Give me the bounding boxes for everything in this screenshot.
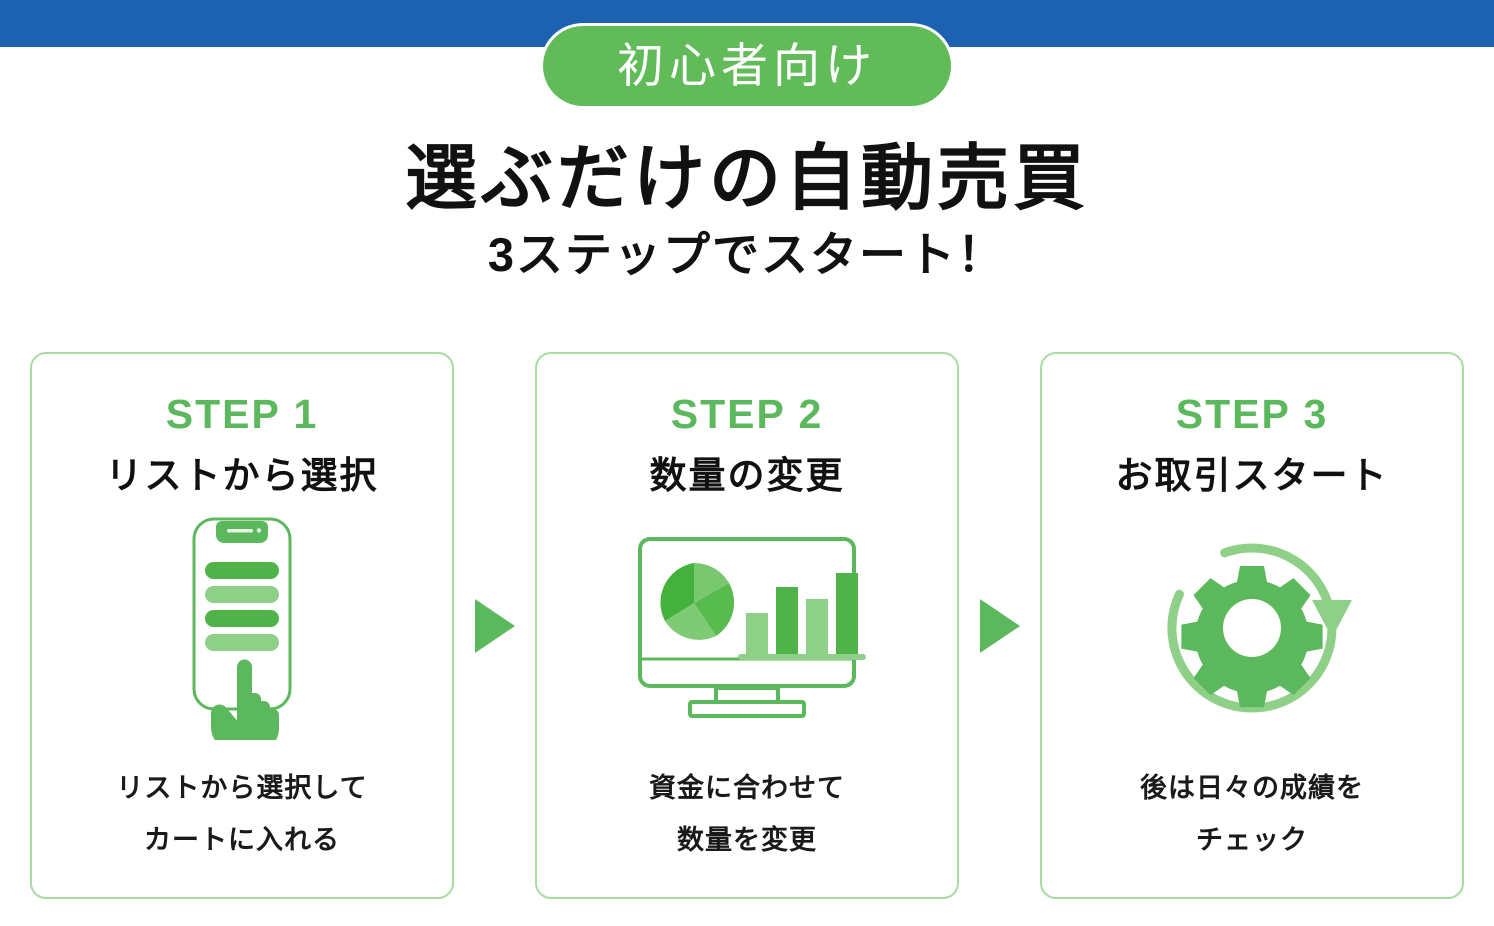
pie-chart-glyph [660, 563, 735, 641]
bar-chart-glyph [738, 573, 866, 661]
step-1-title: リストから選択 [105, 455, 379, 496]
step-3-caption: 後は日々の成績を チェック [1140, 762, 1364, 867]
step-3-title: お取引スタート [1115, 455, 1389, 496]
step-2-icon-area [537, 494, 957, 762]
monitor-charts-icon [616, 535, 878, 720]
arrow-right-icon [979, 598, 1020, 653]
beginner-badge: 初心者向け [543, 26, 951, 106]
steps-row: STEP 1 リストから選択 [30, 352, 1464, 899]
beginner-badge-label: 初心者向け [617, 38, 877, 92]
page-title: 選ぶだけの自動売買 [404, 139, 1089, 219]
step-3-label: STEP 3 [1175, 391, 1329, 437]
gear-refresh-icon [1152, 534, 1352, 722]
step-card-3[interactable]: STEP 3 お取引スタート 後は日々の成績を チェック [1040, 352, 1464, 899]
step-3-caption-line-2: チェック [1196, 825, 1308, 856]
step-1-label: STEP 1 [165, 391, 319, 437]
smartphone-list-tap-icon [177, 515, 307, 741]
step-1-caption: リストから選択して カートに入れる [116, 762, 367, 867]
step-2-caption-line-1: 資金に合わせて [649, 772, 845, 803]
heading-block: 選ぶだけの自動売買 3ステップでスタート！ [0, 138, 1494, 280]
step-1-caption-line-2: カートに入れる [143, 825, 340, 856]
step-card-2[interactable]: STEP 2 数量の変更 [535, 352, 959, 899]
step-2-title: 数量の変更 [649, 455, 845, 496]
page-subtitle: 3ステップでスタート！ [487, 227, 1007, 281]
step-card-1[interactable]: STEP 1 リストから選択 [30, 352, 454, 899]
step-3-caption-line-1: 後は日々の成績を [1140, 772, 1364, 803]
step-2-caption: 資金に合わせて 数量を変更 [649, 762, 845, 867]
step-separator-2 [959, 352, 1040, 899]
step-3-icon-area [1042, 494, 1462, 762]
step-1-icon-area [32, 494, 452, 762]
step-2-label: STEP 2 [670, 391, 824, 437]
arrow-right-icon [474, 598, 515, 653]
gear-glyph [1181, 565, 1323, 708]
step-separator-1 [454, 352, 535, 899]
step-1-caption-line-1: リストから選択して [116, 772, 368, 803]
step-2-caption-line-2: 数量を変更 [677, 825, 817, 856]
